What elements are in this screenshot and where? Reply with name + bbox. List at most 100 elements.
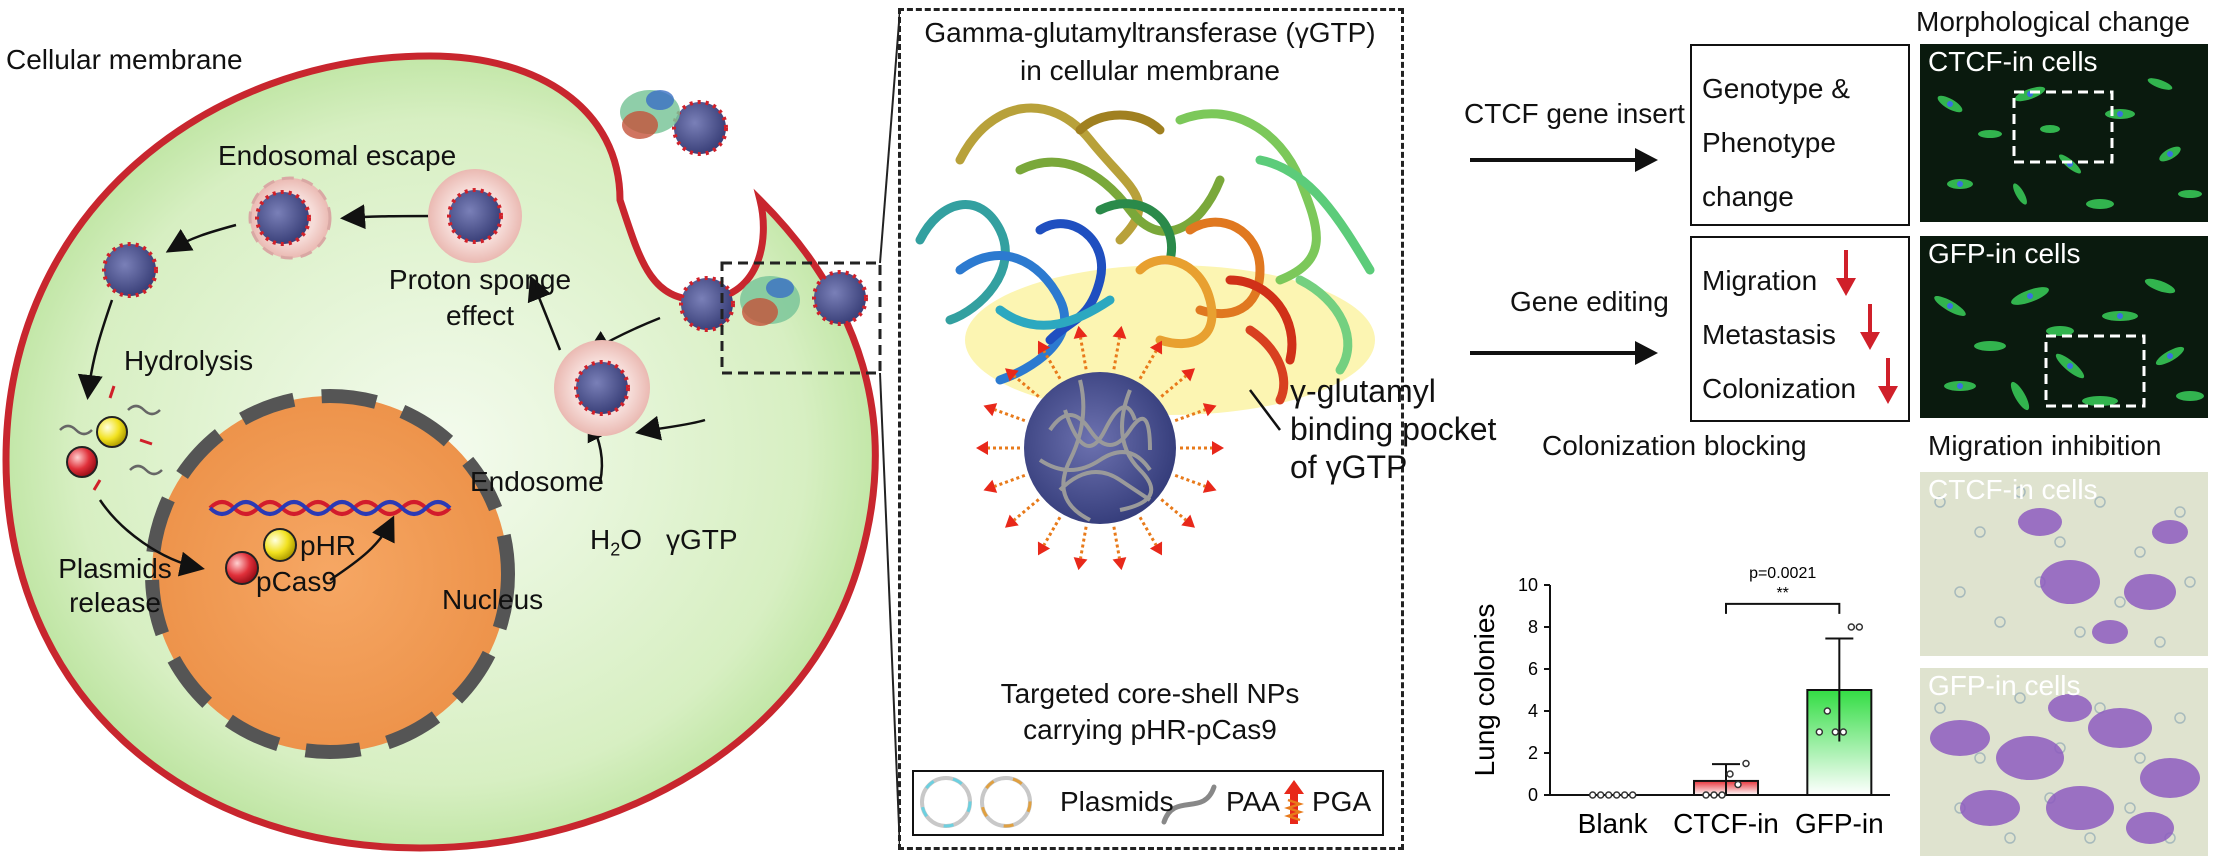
y-tick-label: 2 <box>1528 743 1538 763</box>
label-endosomal-escape: Endosomal escape <box>218 140 457 171</box>
label-gene-editing: Gene editing <box>1510 286 1669 317</box>
data-point <box>1855 623 1864 631</box>
label-ygtp: γGTP <box>666 524 738 555</box>
genotype-line3: change <box>1702 181 1794 212</box>
genotype-line1: Genotype & <box>1702 73 1850 104</box>
arrow-ctcf-insert <box>1470 148 1658 172</box>
label-h2o: H2O <box>590 524 642 561</box>
effect-metastasis: Metastasis <box>1702 319 1836 350</box>
effects-text: Migration Metastasis Colonization <box>1702 254 1856 416</box>
data-point <box>1726 770 1734 778</box>
pga-arrowhead <box>1005 368 1019 382</box>
p-value-label: p=0.0021 <box>1749 565 1816 582</box>
pga-chain <box>994 473 1026 488</box>
arrow-proton-sponge <box>527 275 562 351</box>
plasmid-icon-accent <box>980 776 1032 828</box>
x-tick-label: GFP-in <box>1795 808 1884 839</box>
pga-arrowhead <box>976 441 988 455</box>
label-morphological-change: Morphological change <box>1916 6 2190 37</box>
pga-arrowhead <box>1181 514 1195 528</box>
pga-chain <box>1079 526 1088 559</box>
effects-box <box>1690 236 1910 422</box>
data-point <box>1815 728 1824 736</box>
pga-arrowhead <box>1212 441 1224 455</box>
pga-arrowhead <box>1073 557 1088 571</box>
pga-arrowhead <box>1037 340 1051 355</box>
label-proton-sponge-line2: effect <box>446 300 514 331</box>
pga-arrowhead <box>1202 479 1217 493</box>
y-tick-label: 8 <box>1528 617 1538 637</box>
data-point <box>1588 791 1597 799</box>
label-nucleus: Nucleus <box>442 584 544 615</box>
pga-zigzag <box>1284 798 1304 822</box>
pga-chain <box>1042 350 1062 380</box>
pga-arrowhead <box>1149 340 1163 355</box>
x-tick-label: Blank <box>1578 808 1649 839</box>
data-point <box>1596 791 1605 799</box>
h2o-h: H <box>590 524 611 555</box>
nanoparticle-2 <box>574 360 630 416</box>
label-phr: pHR <box>300 530 357 561</box>
pga-arrowhead <box>983 479 998 493</box>
micrograph-ctcf-migration: CTCF-in cells <box>1920 472 2208 656</box>
red-fragment-arrow <box>92 479 102 491</box>
micrograph-gfp-fluor: GFP-in cells <box>1920 236 2208 418</box>
data-point <box>1831 728 1840 736</box>
data-point <box>1620 791 1629 799</box>
cell-diagram <box>2 9 900 852</box>
arrow-release <box>165 223 237 253</box>
y-tick-label: 10 <box>1518 575 1538 595</box>
pocket-label-line3: of γGTP <box>1290 449 1408 485</box>
pga-chain <box>1112 337 1121 370</box>
arrow-to-endosome <box>635 415 706 441</box>
h2o-o: O <box>620 524 643 555</box>
pga-chain <box>1174 473 1206 488</box>
nps-label-line2: carrying pHR-pCas9 <box>1023 714 1277 745</box>
y-tick-label: 4 <box>1528 701 1538 721</box>
zoom-line-bottom <box>879 372 900 851</box>
nucleus <box>152 396 508 752</box>
pga-chain <box>1013 374 1040 398</box>
pga-chain <box>1160 498 1187 522</box>
pocket-label-line1: γ-glutamyl <box>1290 373 1436 409</box>
nanoparticle-3 <box>255 190 311 246</box>
center-title-line2: in cellular membrane <box>1020 55 1280 86</box>
data-point <box>1604 791 1613 799</box>
protein-structure <box>915 103 1375 571</box>
ygtp-protein-membrane <box>740 276 800 326</box>
cells-gfp-migration <box>1930 692 2200 844</box>
nps-label: Targeted core-shell NPs carrying pHR-pCa… <box>900 676 1400 748</box>
arrow-gene-editing <box>1470 341 1658 365</box>
zoom-box <box>720 261 882 375</box>
pga-arrowhead <box>1005 514 1019 528</box>
red-fragment-arrow <box>108 385 116 399</box>
label-proton-sponge-line1: Proton sponge <box>388 264 572 295</box>
pga-arrowhead <box>1181 368 1195 382</box>
legend-box <box>912 770 1384 836</box>
effect-migration: Migration <box>1702 265 1818 296</box>
x-tick-label: CTCF-in <box>1673 808 1779 839</box>
ygtp-protein-top <box>620 90 680 139</box>
data-point <box>1734 780 1742 789</box>
pga-chain <box>1042 516 1062 546</box>
arrow-plasmid-release <box>98 499 205 577</box>
nanoparticle-4 <box>102 242 158 298</box>
pocket-label-line2: binding pocket <box>1290 411 1497 447</box>
red-fragment-arrow <box>139 438 153 446</box>
h2o-sub: 2 <box>610 539 621 560</box>
pga-chain <box>1138 350 1158 380</box>
data-point <box>1628 791 1637 799</box>
dna-strand-blue <box>208 500 452 516</box>
data-point <box>1839 728 1848 736</box>
tag-ctcf-cells: CTCF-in cells <box>1928 46 2098 77</box>
released-phr-ball <box>96 416 128 448</box>
pga-arrowhead <box>1202 403 1217 417</box>
pga-arrowhead <box>1073 325 1088 339</box>
paa-icon <box>1161 784 1217 825</box>
released-pcas9-ball <box>66 446 98 478</box>
legend-paa: PAA <box>1226 786 1280 817</box>
pga-arrowhead <box>1112 325 1127 339</box>
label-endosome: Endosome <box>470 466 604 497</box>
label-proton-sponge: Proton sponge effect <box>380 262 580 334</box>
